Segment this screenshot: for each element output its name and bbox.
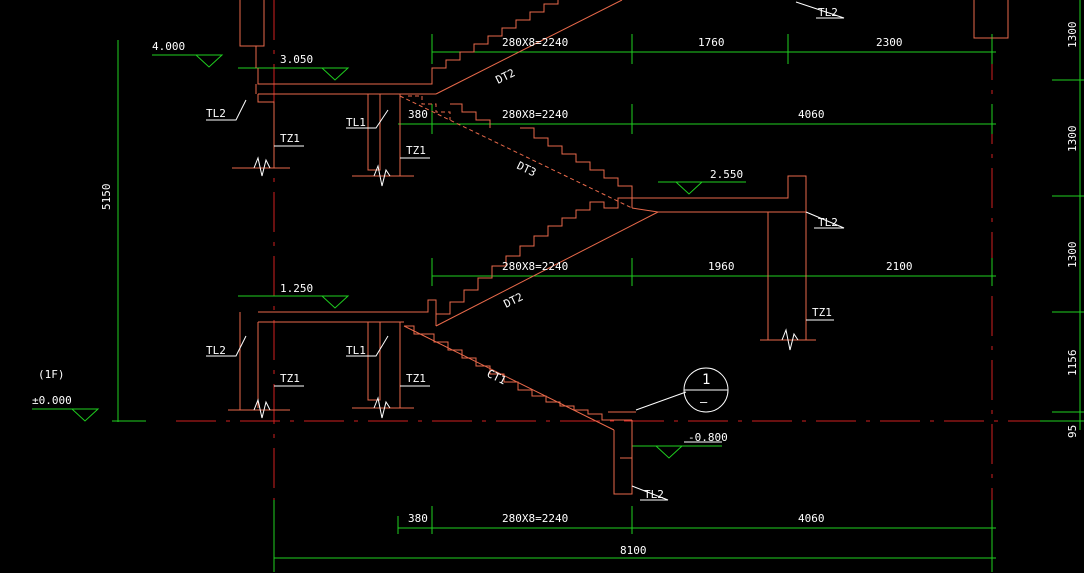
dim-third-2: 2100: [886, 260, 913, 273]
dim-third-0: 280X8=2240: [502, 260, 568, 273]
flight-label-ct1: CT1: [485, 367, 509, 387]
beam-label-tl2: TL2: [644, 488, 664, 501]
elevation-marker-4000: [194, 54, 224, 68]
dim-second-1: 280X8=2240: [502, 108, 568, 121]
dim-top-2: 2300: [876, 36, 903, 49]
beam-label-tl2: TL2: [818, 216, 838, 229]
beam-label-tl2: TL2: [206, 107, 226, 120]
floor-label: (1F): [38, 368, 65, 381]
column-label-tz1: TZ1: [406, 144, 426, 157]
elevation-2550: 2.550: [710, 168, 743, 181]
elevation-marker-m0800: [654, 445, 684, 459]
dim-left-height: 5150: [100, 184, 113, 211]
dim-right-4: 95: [1066, 425, 1079, 438]
dim-third-1: 1960: [708, 260, 735, 273]
elevation-marker-0000: [70, 408, 100, 422]
column-label-tz1: TZ1: [812, 306, 832, 319]
elevation-1250: 1.250: [280, 282, 313, 295]
dim-bottom-2: 4060: [798, 512, 825, 525]
elevation-0000: ±0.000: [32, 394, 72, 407]
elevation-marker-1250: [320, 295, 350, 309]
elevation-marker-3050: [320, 67, 350, 81]
dim-second-2: 4060: [798, 108, 825, 121]
elevation-markers: [70, 54, 704, 459]
flight-label-dt3: DT3: [515, 159, 539, 179]
beam-label-tl1: TL1: [346, 116, 366, 129]
column-label-tz1: TZ1: [406, 372, 426, 385]
dim-bottom-0: 380: [408, 512, 428, 525]
axis-lines: [176, 0, 1040, 500]
beam-label-tl2: TL2: [818, 6, 838, 19]
dim-top-1: 1760: [698, 36, 725, 49]
dim-total: 8100: [620, 544, 647, 557]
dim-right-2: 1300: [1066, 242, 1079, 269]
section-mark: 1 —: [683, 367, 729, 413]
section-mark-number: 1: [702, 372, 710, 388]
elevation-4000: 4.000: [152, 40, 185, 53]
dim-right-3: 1156: [1066, 350, 1079, 377]
dim-second-0: 380: [408, 108, 428, 121]
dimension-lines: [32, 0, 1084, 572]
dim-top-0: 280X8=2240: [502, 36, 568, 49]
beam-label-tl1: TL1: [346, 344, 366, 357]
dim-bottom-1: 280X8=2240: [502, 512, 568, 525]
column-label-tz1: TZ1: [280, 132, 300, 145]
section-mark-sheet: —: [700, 395, 708, 409]
beam-label-tl2: TL2: [206, 344, 226, 357]
elevation-m0800: -0.800: [688, 431, 728, 444]
leader-lines: [206, 1, 845, 501]
elevation-marker-2550: [674, 181, 704, 195]
dim-right-0: 1300: [1066, 22, 1079, 49]
column-label-tz1: TZ1: [280, 372, 300, 385]
stair-structure: [228, 0, 1009, 495]
dim-right-1: 1300: [1066, 126, 1079, 153]
flight-label-dt2: DT2: [494, 66, 518, 86]
flight-label-dt2: DT2: [502, 290, 526, 310]
elevation-3050: 3.050: [280, 53, 313, 66]
labels: 4.000 3.050 2.550 1.250 ±0.000 -0.800 (1…: [32, 6, 1079, 557]
